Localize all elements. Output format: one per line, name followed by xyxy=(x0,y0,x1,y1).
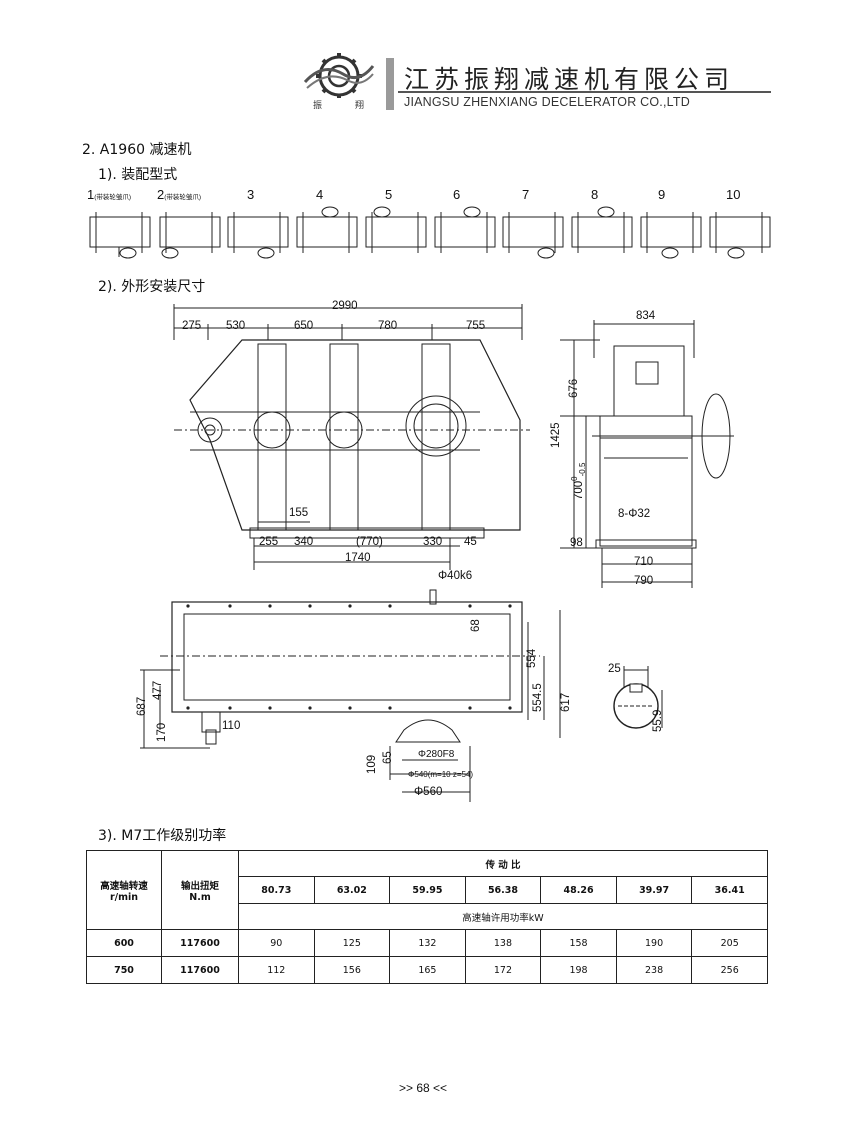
dim-275: 275 xyxy=(182,320,202,332)
dim-1740: 1740 xyxy=(345,552,371,564)
page-number: >> 68 << xyxy=(398,1081,448,1095)
power-cell: 132 xyxy=(389,929,466,957)
power-cell: 112 xyxy=(238,956,315,984)
ratio-cell: 39.97 xyxy=(615,876,693,904)
ratio-cell: 36.41 xyxy=(691,876,768,904)
torque-cell: 117600 xyxy=(161,929,239,957)
torque-cell: 117600 xyxy=(161,956,239,984)
dim-676: 676 xyxy=(568,378,580,398)
power-cell: 90 xyxy=(238,929,315,957)
dim-330: 330 xyxy=(423,536,443,548)
keyway-section-drawing xyxy=(613,666,663,729)
plan-view-drawing xyxy=(140,589,561,802)
assembly-label-4: 4 xyxy=(316,187,324,202)
table-row: 750 117600 112 156 165 172 198 238 256 xyxy=(86,956,768,984)
company-name-cn: 江苏振翔减速机有限公司 xyxy=(404,65,735,94)
dim-530: 530 xyxy=(226,320,246,332)
dimension-heading: 2). 外形安装尺寸 xyxy=(98,279,206,295)
power-cell: 205 xyxy=(691,929,768,957)
dim-710: 710 xyxy=(634,556,654,568)
assembly-heading: 1). 装配型式 xyxy=(98,167,178,183)
dim-110: 110 xyxy=(222,720,241,732)
header-rule xyxy=(398,91,771,93)
table-row: 600 117600 90 125 132 138 158 190 205 xyxy=(86,929,768,957)
dim-687: 687 xyxy=(136,696,148,716)
dim-phi560: Φ560 xyxy=(414,786,443,798)
power-cell: 238 xyxy=(615,956,693,984)
power-cell: 256 xyxy=(691,956,768,984)
dim-770: (770) xyxy=(356,536,383,548)
assembly-label-1: 1(带装轮皱爪) xyxy=(87,187,132,202)
dim-68: 68 xyxy=(470,619,482,632)
ratio-cell: 48.26 xyxy=(540,876,617,904)
ratio-cell: 56.38 xyxy=(464,876,542,904)
assembly-label-10: 10 xyxy=(726,187,741,202)
dim-780: 780 xyxy=(378,320,398,332)
ratio-cell: 59.95 xyxy=(389,876,466,904)
power-cell: 125 xyxy=(313,929,391,957)
dim-1425: 1425 xyxy=(550,422,562,448)
dim-109: 109 xyxy=(366,754,378,774)
dim-477: 477 xyxy=(152,680,164,700)
company-logo: 振 翔 xyxy=(303,52,375,112)
dim-650: 650 xyxy=(294,320,314,332)
header-divider-bar xyxy=(386,58,394,110)
power-cell: 165 xyxy=(389,956,466,984)
assembly-label-8: 8 xyxy=(591,187,599,202)
speed-cell: 600 xyxy=(86,929,162,957)
dim-554-5: 554.5 xyxy=(532,683,544,712)
dim-8-phi32: 8-Φ32 xyxy=(618,508,651,520)
ratio-cell: 80.73 xyxy=(238,876,315,904)
dim-700: 7000-0.5 xyxy=(570,462,588,500)
dim-155: 155 xyxy=(289,507,309,519)
dim-617: 617 xyxy=(560,692,572,712)
dim-65: 65 xyxy=(382,751,394,764)
ratio-header: 传 动 比 xyxy=(238,850,768,877)
section-title: 2. A1960 减速机 xyxy=(82,142,192,158)
assembly-label-6: 6 xyxy=(453,187,461,202)
dim-45: 45 xyxy=(464,536,477,548)
dim-755: 755 xyxy=(466,320,486,332)
power-cell: 198 xyxy=(540,956,617,984)
dim-2990: 2990 xyxy=(332,300,358,312)
ratio-cell: 63.02 xyxy=(313,876,391,904)
assembly-label-9: 9 xyxy=(658,187,666,202)
dim-170: 170 xyxy=(156,722,168,742)
assembly-label-5: 5 xyxy=(385,187,393,202)
power-cell: 172 xyxy=(464,956,542,984)
dim-phi280f8: Φ280F8 xyxy=(418,749,455,760)
assembly-types: 1(带装轮皱爪) 2(带装轮皱爪) 3 4 5 6 7 8 9 10 xyxy=(86,185,776,265)
dim-phi40k6: Φ40k6 xyxy=(438,570,473,582)
speed-cell: 750 xyxy=(86,956,162,984)
dim-255: 255 xyxy=(259,536,279,548)
dim-phi540: Φ540(m=10 z=54) xyxy=(408,770,474,779)
power-cell: 190 xyxy=(615,929,693,957)
dim-98: 98 xyxy=(570,537,583,549)
power-caption: 高速轴许用功率kW xyxy=(238,903,768,930)
side-view-drawing xyxy=(560,320,734,588)
dim-340: 340 xyxy=(294,536,314,548)
power-cell: 158 xyxy=(540,929,617,957)
gear-logo-icon xyxy=(303,53,375,99)
company-name-en: JIANGSU ZHENXIANG DECELERATOR CO.,LTD xyxy=(404,95,690,109)
logo-caption-left: 振 xyxy=(313,101,323,111)
dim-554: 554 xyxy=(526,648,538,668)
power-heading: 3). M7工作级别功率 xyxy=(98,828,227,844)
assembly-label-3: 3 xyxy=(247,187,255,202)
logo-caption-right: 翔 xyxy=(355,101,365,111)
assembly-diagrams xyxy=(89,206,771,259)
assembly-label-2: 2(带装轮皱爪) xyxy=(157,187,202,202)
power-cell: 156 xyxy=(313,956,391,984)
power-cell: 138 xyxy=(464,929,542,957)
dim-790: 790 xyxy=(634,575,654,587)
dim-key-25: 25 xyxy=(608,663,621,675)
dim-834: 834 xyxy=(636,310,656,322)
dim-key-55-9: 55.9 xyxy=(652,709,664,732)
assembly-label-7: 7 xyxy=(522,187,530,202)
front-view-drawing xyxy=(173,304,530,570)
